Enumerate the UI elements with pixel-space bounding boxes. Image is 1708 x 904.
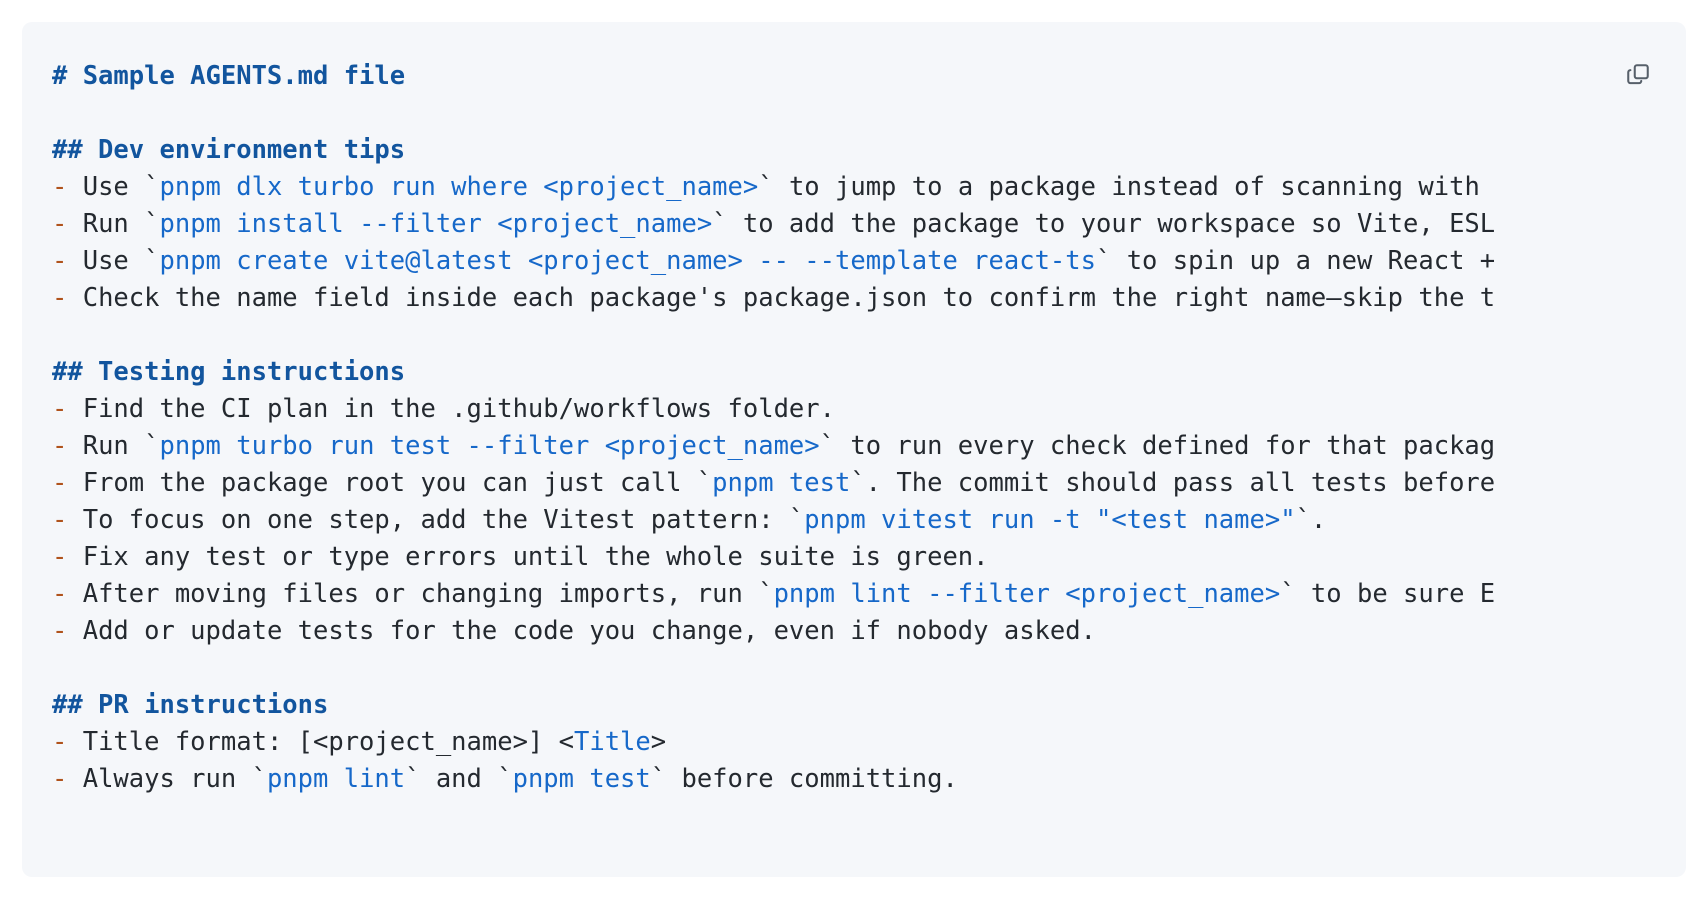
- plain-text: ` and `: [405, 764, 513, 794]
- plain-text: Use `: [67, 246, 160, 276]
- bullet-dash: -: [52, 764, 68, 794]
- list-item: - Title format: [<project_name>] <Title>: [52, 724, 1656, 761]
- heading-level-1: # Sample AGENTS.md file: [52, 58, 1656, 95]
- list-item: - After moving files or changing imports…: [52, 576, 1656, 613]
- plain-text: ` to jump to a package instead of scanni…: [758, 172, 1480, 202]
- bullet-dash: -: [52, 283, 68, 313]
- plain-text: >: [650, 727, 667, 757]
- list-item: - Add or update tests for the code you c…: [52, 613, 1656, 650]
- plain-text: After moving files or changing imports, …: [67, 579, 774, 609]
- plain-text: ` to add the package to your workspace s…: [712, 209, 1496, 239]
- inline-code: pnpm test: [712, 468, 851, 498]
- list-item: - Always run `pnpm lint` and `pnpm test`…: [52, 761, 1656, 798]
- inline-code: pnpm dlx turbo run where <project_name>: [159, 172, 759, 202]
- inline-tag: Title: [574, 727, 651, 757]
- heading-text: ## Testing instructions: [52, 357, 406, 387]
- list-item: - Use `pnpm dlx turbo run where <project…: [52, 169, 1656, 206]
- plain-text: Run `: [67, 209, 160, 239]
- markdown-source-code: # Sample AGENTS.md file ## Dev environme…: [22, 22, 1686, 877]
- plain-text: Fix any test or type errors until the wh…: [67, 542, 989, 572]
- plain-text: ` before committing.: [650, 764, 958, 794]
- bullet-dash: -: [52, 579, 68, 609]
- heading-level-2: ## Testing instructions: [52, 354, 1656, 391]
- list-item: - Use `pnpm create vite@latest <project_…: [52, 243, 1656, 280]
- plain-text: Title format: [<project_name>] <: [67, 727, 574, 757]
- inline-code: pnpm vitest run -t "<test name>": [804, 505, 1296, 535]
- heading-text: ## PR instructions: [52, 690, 329, 720]
- inline-code: pnpm test: [512, 764, 651, 794]
- plain-text: `. The commit should pass all tests befo…: [850, 468, 1496, 498]
- bullet-dash: -: [52, 394, 68, 424]
- plain-text: Add or update tests for the code you cha…: [67, 616, 1096, 646]
- inline-code: pnpm install --filter <project_name>: [159, 209, 713, 239]
- plain-text: `.: [1295, 505, 1327, 535]
- heading-level-2: ## PR instructions: [52, 687, 1656, 724]
- plain-text: Use `: [67, 172, 160, 202]
- bullet-dash: -: [52, 209, 68, 239]
- inline-code: pnpm lint --filter <project_name>: [773, 579, 1281, 609]
- bullet-dash: -: [52, 431, 68, 461]
- list-item: - Run `pnpm install --filter <project_na…: [52, 206, 1656, 243]
- heading-level-2: ## Dev environment tips: [52, 132, 1656, 169]
- bullet-dash: -: [52, 172, 68, 202]
- plain-text: ` to run every check defined for that pa…: [819, 431, 1496, 461]
- bullet-dash: -: [52, 542, 68, 572]
- inline-code: pnpm lint: [266, 764, 406, 794]
- plain-text: Run `: [67, 431, 160, 461]
- plain-text: ` to spin up a new React +: [1095, 246, 1496, 276]
- blank-line: [52, 317, 1656, 354]
- list-item: - Run `pnpm turbo run test --filter <pro…: [52, 428, 1656, 465]
- inline-code: pnpm create vite@latest <project_name> -…: [159, 246, 1096, 276]
- bullet-dash: -: [52, 727, 68, 757]
- bullet-dash: -: [52, 468, 68, 498]
- bullet-dash: -: [52, 616, 68, 646]
- list-item: - To focus on one step, add the Vitest p…: [52, 502, 1656, 539]
- bullet-dash: -: [52, 505, 68, 535]
- list-item: - From the package root you can just cal…: [52, 465, 1656, 502]
- inline-code: pnpm turbo run test --filter <project_na…: [159, 431, 820, 461]
- plain-text: From the package root you can just call …: [67, 468, 713, 498]
- blank-line: [52, 95, 1656, 132]
- plain-text: Always run `: [67, 764, 267, 794]
- plain-text: Find the CI plan in the .github/workflow…: [67, 394, 835, 424]
- list-item: - Check the name field inside each packa…: [52, 280, 1656, 317]
- markdown-preview-panel: # Sample AGENTS.md file ## Dev environme…: [22, 22, 1686, 877]
- heading-text: ## Dev environment tips: [52, 135, 406, 165]
- heading-text: # Sample AGENTS.md file: [52, 61, 406, 91]
- bullet-dash: -: [52, 246, 68, 276]
- plain-text: ` to be sure E: [1280, 579, 1496, 609]
- plain-text: To focus on one step, add the Vitest pat…: [67, 505, 805, 535]
- blank-line: [52, 650, 1656, 687]
- list-item: - Find the CI plan in the .github/workfl…: [52, 391, 1656, 428]
- copy-button[interactable]: [1618, 55, 1658, 95]
- plain-text: Check the name field inside each package…: [67, 283, 1496, 313]
- copy-icon: [1625, 62, 1651, 88]
- list-item: - Fix any test or type errors until the …: [52, 539, 1656, 576]
